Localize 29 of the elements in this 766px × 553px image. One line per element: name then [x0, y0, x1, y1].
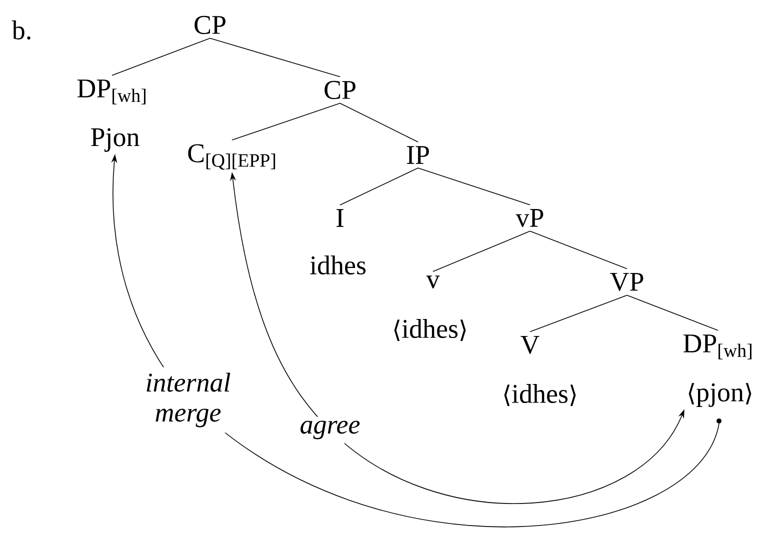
tree-label: Pjon [91, 128, 140, 152]
tree-label: I [336, 209, 344, 227]
example-label: b. [12, 20, 30, 40]
edge-label: internal merge [146, 372, 230, 428]
tree-branch [418, 168, 530, 206]
tree-branch [530, 230, 628, 270]
edge-label: agree [300, 420, 360, 440]
tree-label: VP [610, 272, 644, 292]
tree-label: ⟨idhes⟩ [394, 319, 466, 341]
tree-label: ⟨pjon⟩ [688, 383, 752, 407]
tree-branch [626, 294, 718, 331]
tree-branch [432, 230, 530, 272]
tree-label: C$_{[Q][EPP]}$ [188, 144, 276, 170]
tree-label: vP [516, 209, 544, 227]
tree-label: DP$_{[wh]}$ [77, 80, 146, 104]
tree-label: V [520, 336, 540, 354]
tree-label: v [426, 276, 440, 288]
tree-branch [112, 38, 210, 76]
tree-branch [530, 294, 628, 332]
tree-branch [210, 38, 340, 78]
tree-label: DP$_{[wh]}$ [683, 334, 752, 360]
tree-branch [232, 102, 340, 140]
tree-branch [340, 102, 418, 142]
tree-label: IP [406, 146, 429, 164]
tree-label: CP [194, 16, 226, 34]
tree-label: idhes [310, 255, 366, 274]
tree-label: CP [324, 80, 356, 100]
tree-label: ⟨idhes⟩ [504, 384, 576, 406]
tree-branch [340, 168, 418, 206]
